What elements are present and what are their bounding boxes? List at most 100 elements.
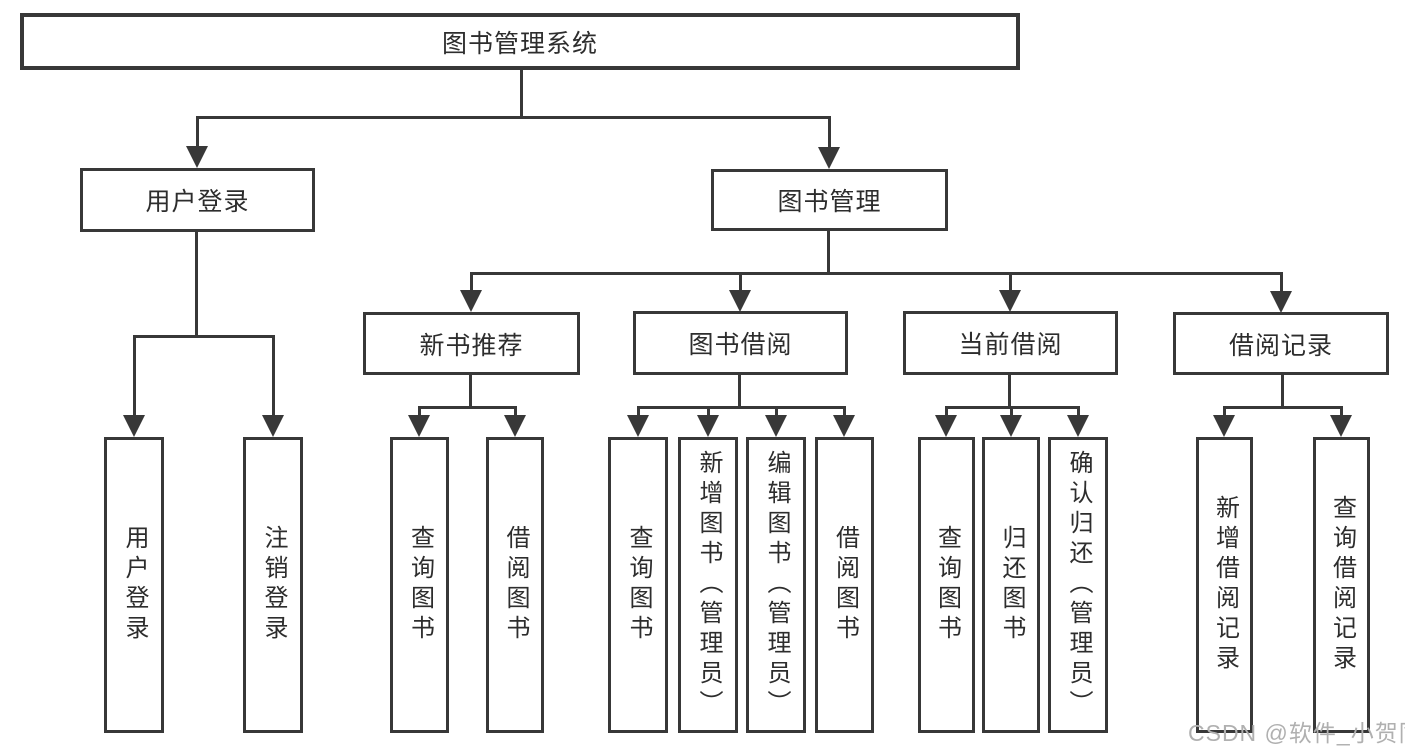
leaf-bb-borrow-book-label: 借阅图书 xyxy=(831,525,859,645)
connector-hline xyxy=(638,406,845,409)
arrow-shaft xyxy=(944,406,948,415)
leaf-cb-confirm-return-label: 确认归还（管理员） xyxy=(1065,450,1092,720)
leaf-nb-borrow-book: 借阅图书 xyxy=(486,437,544,733)
down-arrow xyxy=(460,272,482,312)
leaf-cb-return-book: 归还图书 xyxy=(982,437,1040,733)
down-arrow xyxy=(186,116,208,168)
node-new-book-recommend-label: 新书推荐 xyxy=(419,331,524,360)
leaf-nb-borrow-book-label: 借阅图书 xyxy=(502,525,529,645)
arrowhead-icon xyxy=(833,415,855,437)
leaf-bb-add-book-label: 新增图书（管理员） xyxy=(695,450,722,720)
down-arrow xyxy=(1000,406,1022,437)
leaf-br-add-record-label: 新增借阅记录 xyxy=(1211,495,1239,675)
leaf-logout-login-label: 注销登录 xyxy=(260,525,287,645)
down-arrow xyxy=(123,335,145,437)
arrowhead-icon xyxy=(460,290,482,312)
arrow-shaft xyxy=(469,272,473,290)
leaf-br-query-record: 查询借阅记录 xyxy=(1313,437,1370,733)
arrowhead-icon xyxy=(818,147,840,169)
node-new-book-recommend: 新书推荐 xyxy=(363,312,580,375)
leaf-user-login-label: 用户登录 xyxy=(121,525,148,645)
arrowhead-icon xyxy=(1270,291,1292,313)
connector-hline xyxy=(946,406,1079,409)
arrow-shaft xyxy=(1076,406,1080,415)
node-current-borrow: 当前借阅 xyxy=(903,311,1118,375)
down-arrow xyxy=(1330,406,1352,437)
down-arrow xyxy=(818,116,840,169)
node-book-borrow: 图书借阅 xyxy=(633,311,848,375)
connector-vline xyxy=(195,230,198,337)
connector-vline xyxy=(520,68,523,118)
leaf-br-query-record-label: 查询借阅记录 xyxy=(1328,495,1356,675)
down-arrow xyxy=(1213,406,1235,437)
arrow-shaft xyxy=(842,406,846,415)
arrow-shaft xyxy=(1279,272,1283,291)
down-arrow xyxy=(1270,272,1292,313)
down-arrow xyxy=(262,335,284,437)
down-arrow xyxy=(697,406,719,437)
node-root-label: 图书管理系统 xyxy=(441,29,598,58)
down-arrow xyxy=(408,406,430,437)
leaf-nb-query-book: 查询图书 xyxy=(390,437,449,733)
leaf-bb-query-book: 查询图书 xyxy=(608,437,668,733)
connector-vline xyxy=(469,373,472,408)
connector-hline xyxy=(471,272,1282,275)
down-arrow xyxy=(1067,406,1089,437)
leaf-cb-query-book-label: 查询图书 xyxy=(933,525,961,645)
arrow-shaft xyxy=(195,116,199,146)
connector-vline xyxy=(1281,373,1284,408)
leaf-bb-add-book: 新增图书（管理员） xyxy=(678,437,738,733)
arrowhead-icon xyxy=(1330,415,1352,437)
node-book-management-label: 图书管理 xyxy=(777,188,882,216)
down-arrow xyxy=(627,406,649,437)
arrow-shaft xyxy=(706,406,710,415)
arrow-shaft xyxy=(513,406,517,415)
connector-vline xyxy=(827,229,830,274)
arrow-shaft xyxy=(1339,406,1343,415)
arrowhead-icon xyxy=(729,290,751,312)
connector-hline xyxy=(1224,406,1342,409)
down-arrow xyxy=(833,406,855,437)
arrowhead-icon xyxy=(186,146,208,168)
arrow-shaft xyxy=(1222,406,1226,415)
connector-vline xyxy=(738,373,741,408)
node-root: 图书管理系统 xyxy=(20,13,1020,70)
arrowhead-icon xyxy=(504,415,526,437)
connector-hline xyxy=(197,116,831,119)
leaf-bb-borrow-book: 借阅图书 xyxy=(815,437,874,733)
leaf-bb-edit-book-label: 编辑图书（管理员） xyxy=(763,450,790,720)
down-arrow xyxy=(765,406,787,437)
arrow-shaft xyxy=(636,406,640,415)
leaf-bb-edit-book: 编辑图书（管理员） xyxy=(746,437,806,733)
arrowhead-icon xyxy=(408,415,430,437)
arrowhead-icon xyxy=(1213,415,1235,437)
node-user-login-label: 用户登录 xyxy=(145,188,250,216)
down-arrow xyxy=(729,272,751,312)
node-book-management: 图书管理 xyxy=(711,169,948,231)
arrowhead-icon xyxy=(697,415,719,437)
leaf-cb-confirm-return: 确认归还（管理员） xyxy=(1048,437,1108,733)
arrowhead-icon xyxy=(1067,415,1089,437)
arrowhead-icon xyxy=(627,415,649,437)
arrow-shaft xyxy=(827,116,831,147)
node-user-login: 用户登录 xyxy=(80,168,315,232)
connector-vline xyxy=(1008,373,1011,408)
arrowhead-icon xyxy=(765,415,787,437)
arrow-shaft xyxy=(132,335,136,415)
arrowhead-icon xyxy=(999,290,1021,312)
connector-hline xyxy=(134,335,274,338)
arrow-shaft xyxy=(1008,272,1012,290)
node-current-borrow-label: 当前借阅 xyxy=(958,331,1063,359)
leaf-cb-return-book-label: 归还图书 xyxy=(998,525,1025,645)
down-arrow xyxy=(504,406,526,437)
arrowhead-icon xyxy=(123,415,145,437)
watermark: CSDN @软件_小贺同学 xyxy=(1188,720,1405,746)
node-book-borrow-label: 图书借阅 xyxy=(688,331,793,359)
leaf-nb-query-book-label: 查询图书 xyxy=(406,525,434,645)
arrow-shaft xyxy=(774,406,778,415)
leaf-cb-query-book: 查询图书 xyxy=(918,437,975,733)
leaf-bb-query-book-label: 查询图书 xyxy=(625,525,652,645)
arrow-shaft xyxy=(1009,406,1013,415)
arrowhead-icon xyxy=(1000,415,1022,437)
